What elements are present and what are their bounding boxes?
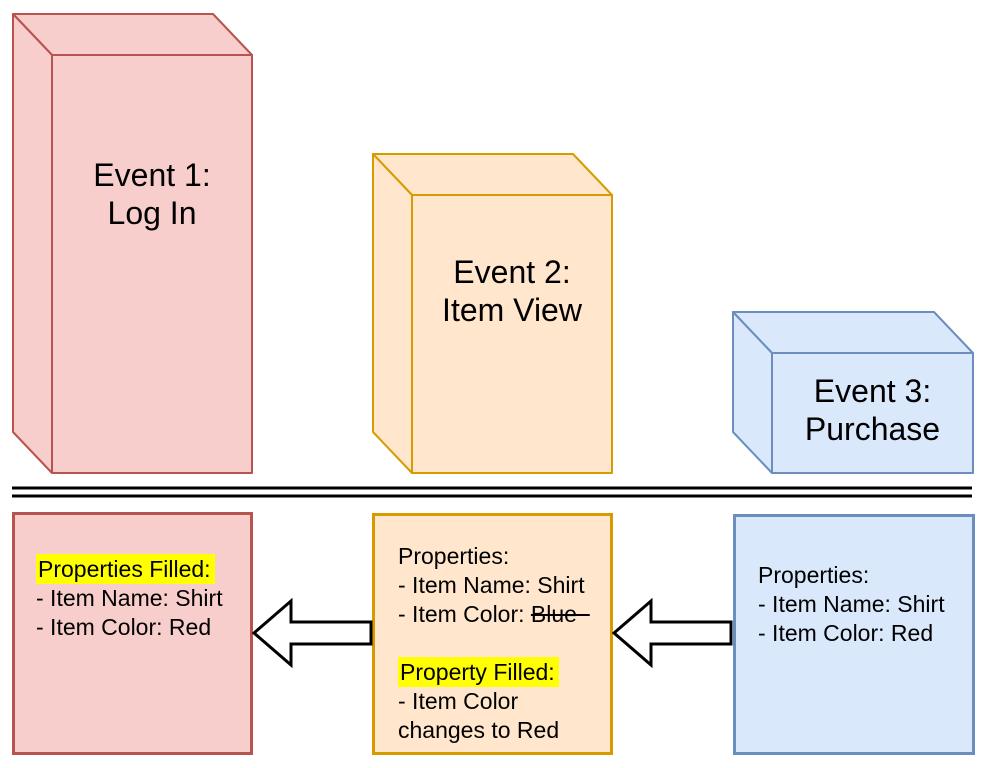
itemview-filled-line2: changes to Red — [398, 717, 560, 743]
event2-cube-top — [372, 153, 613, 196]
login-item-name: - Item Name: Shirt — [36, 585, 223, 611]
login-filled-heading: Properties Filled: — [36, 554, 250, 584]
event1-cube — [12, 13, 253, 474]
purchase-item-name: - Item Name: Shirt — [758, 591, 945, 617]
itemview-item-name: - Item Name: Shirt — [398, 572, 585, 598]
event2-cube-side — [372, 153, 413, 474]
event1-label-line1: Event 1: — [93, 157, 211, 193]
event1-cube-front — [51, 54, 253, 474]
purchase-heading: Properties: — [758, 562, 870, 588]
itemview-heading: Properties: — [398, 543, 510, 569]
event3-cube-front — [771, 352, 974, 474]
highlighted-heading: Property Filled: — [398, 657, 559, 687]
event1-label-line2: Log In — [107, 195, 197, 231]
event3-cube-top — [732, 311, 974, 354]
event1-cube-side — [12, 13, 53, 474]
event2-label-line1: Event 2: — [453, 254, 571, 290]
event1-cube-top — [12, 13, 253, 56]
login-properties-panel: Properties Filled: - Item Name: Shirt - … — [12, 512, 253, 755]
itemview-properties-panel: Properties: - Item Name: Shirt - Item Co… — [372, 513, 613, 755]
struck-old-color: Blue — [530, 601, 577, 627]
itemview-filled-heading: Property Filled: — [398, 657, 610, 687]
event1-label: Event 1: Log In — [52, 156, 252, 232]
itemview-item-color: - Item Color: Blue — [398, 600, 610, 629]
login-item-color: - Item Color: Red — [36, 614, 212, 640]
blank-line — [398, 629, 610, 658]
event2-cube-front — [411, 194, 613, 474]
event2-label-line2: Item View — [442, 292, 582, 328]
highlighted-heading: Properties Filled: — [36, 554, 215, 584]
event2-cube — [372, 153, 613, 474]
itemview-filled-line1: - Item Color — [398, 688, 519, 714]
event3-cube — [732, 311, 974, 474]
event3-label-line1: Event 3: — [813, 373, 932, 409]
event3-label-line2: Purchase — [804, 411, 941, 447]
event3-label: Event 3: Purchase — [772, 372, 973, 448]
purchase-item-color: - Item Color: Red — [758, 620, 934, 646]
purchase-properties-panel: Properties: - Item Name: Shirt - Item Co… — [733, 514, 975, 755]
event2-label: Event 2: Item View — [412, 253, 612, 329]
